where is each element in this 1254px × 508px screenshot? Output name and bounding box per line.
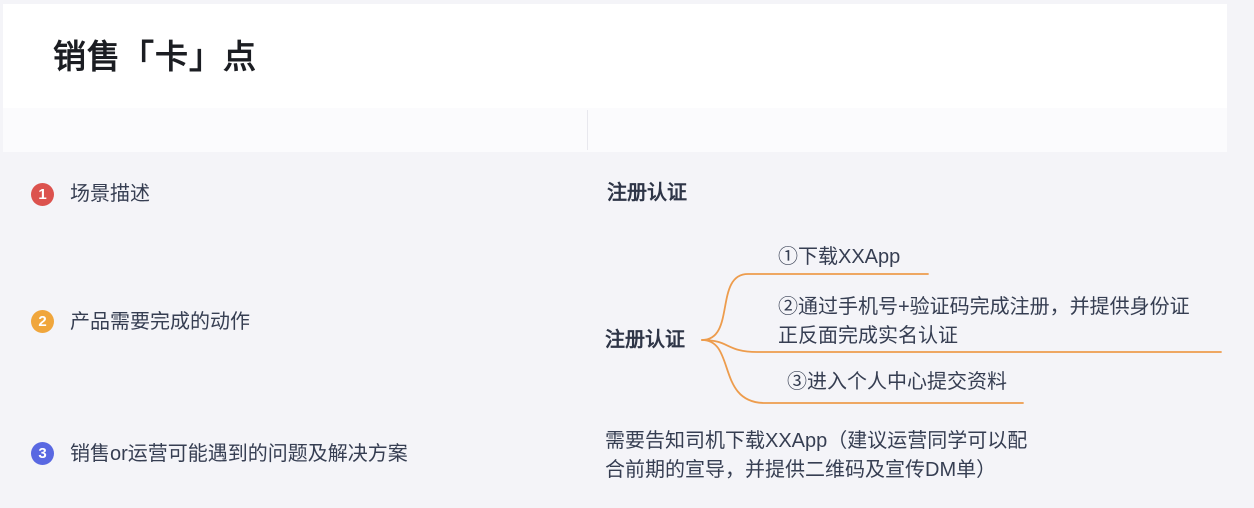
mindmap-node-3[interactable]: ③进入个人中心提交资料 bbox=[787, 371, 1007, 393]
row-3-number-badge: 3 bbox=[31, 442, 54, 465]
mindmap-node-2[interactable]: ②通过手机号+验证码完成注册，并提供身份证 正反面完成实名认证 bbox=[778, 296, 1190, 347]
row-1-value[interactable]: 注册认证 bbox=[607, 182, 687, 204]
table-header-row bbox=[3, 108, 1227, 152]
row-1-label[interactable]: 场景描述 bbox=[70, 183, 150, 205]
title-card bbox=[3, 4, 1227, 108]
row-2-label[interactable]: 产品需要完成的动作 bbox=[70, 311, 250, 333]
row-3-value[interactable]: 需要告知司机下载XXApp（建议运营同学可以配 合前期的宣导，并提供二维码及宣传… bbox=[605, 430, 1028, 481]
row-3-label[interactable]: 销售or运营可能遇到的问题及解决方案 bbox=[70, 443, 408, 465]
page-title[interactable]: 销售「卡」点 bbox=[53, 38, 257, 75]
mindmap-node-1[interactable]: ①下载XXApp bbox=[778, 246, 901, 268]
mindmap-root-node[interactable]: 注册认证 bbox=[605, 329, 685, 351]
column-divider bbox=[587, 110, 588, 150]
row-2-number-badge: 2 bbox=[31, 310, 54, 333]
row-1-number-badge: 1 bbox=[31, 183, 54, 206]
